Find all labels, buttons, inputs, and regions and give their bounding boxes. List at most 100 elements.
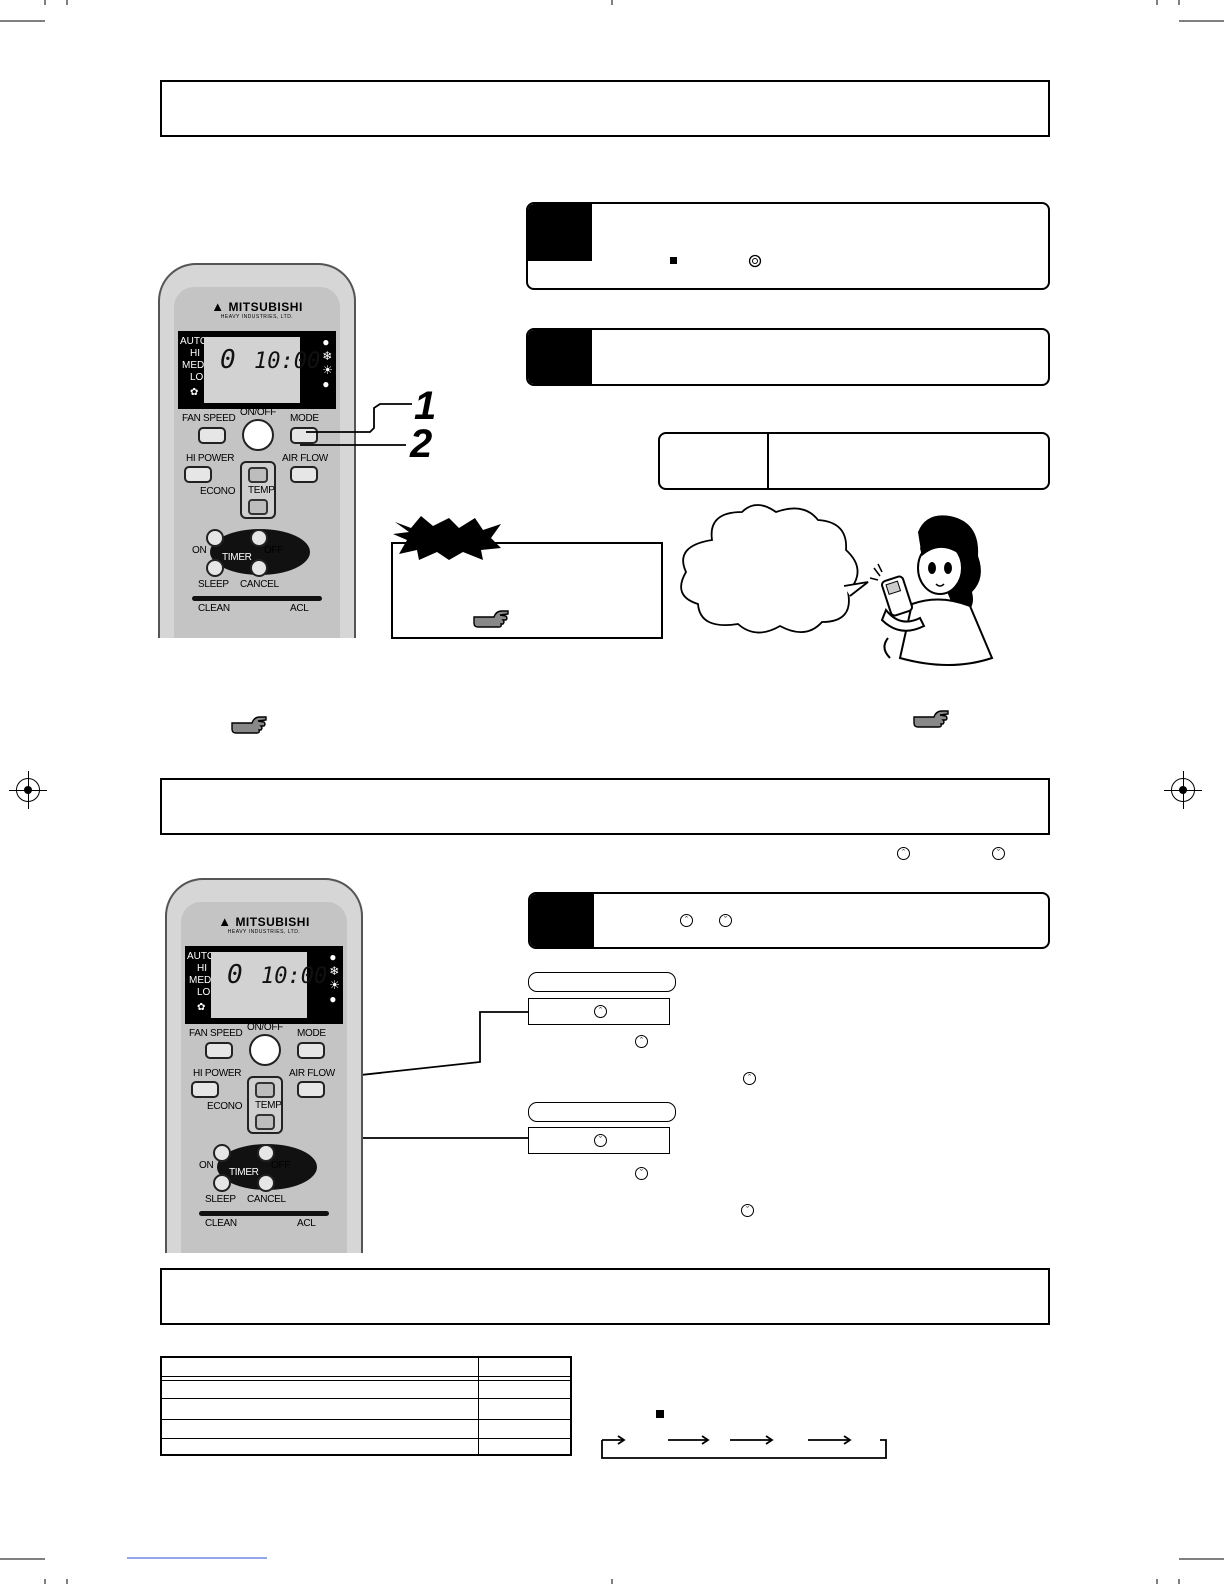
fan-level-lo: LO (190, 372, 204, 383)
remote-lcd: AUTO HI MED LO ✿ 0 10:00 ●❄☀● (185, 946, 343, 1024)
label-pill-down (528, 1102, 676, 1122)
square-marker-icon (670, 257, 677, 264)
econo-label: ECONO (200, 486, 236, 497)
table-row (162, 1398, 570, 1399)
table-column-divider (478, 1358, 479, 1454)
chevron-down-icon: ˇ (992, 847, 1005, 860)
pointing-hand-icon (231, 716, 267, 734)
off-label: OFF (264, 545, 284, 556)
hi-power-button[interactable] (191, 1081, 219, 1098)
temp-button-group: TEMP (247, 1076, 283, 1134)
step-box-2 (526, 328, 1050, 386)
section-header-box-2 (160, 778, 1050, 835)
timer-on-button[interactable] (213, 1144, 231, 1162)
fan-speed-label: FAN SPEED (182, 413, 236, 424)
timer-off-button[interactable] (250, 529, 268, 547)
remote-lcd: AUTO HI MED LO ✿ 0 10:00 ●❄☀● (178, 331, 336, 409)
econo-label: ECONO (207, 1101, 243, 1112)
chevron-down-icon: ˇ (635, 1167, 648, 1180)
table-row (162, 1376, 570, 1377)
fan-speed-button[interactable] (198, 427, 226, 444)
woman-with-remote-illustration (869, 515, 994, 666)
step-box-3: ˆ ˇ (528, 892, 1050, 949)
square-marker-icon (656, 1410, 664, 1418)
off-label: OFF (271, 1160, 291, 1171)
hi-power-label: HI POWER (186, 453, 235, 464)
notice-box (391, 542, 663, 639)
lcd-mode-icons: ●❄☀● (322, 335, 333, 391)
fan-level-med: MED (189, 975, 212, 986)
lcd-mode-icons: ●❄☀● (329, 950, 340, 1006)
clean-label: CLEAN (198, 603, 230, 614)
callout-number-1: 1 (414, 384, 437, 428)
temp-down-button[interactable] (248, 499, 268, 515)
sleep-label: SLEEP (205, 1194, 236, 1205)
fan-level-hi: HI (190, 348, 200, 359)
on-label: ON (199, 1160, 214, 1171)
pointing-hand-icon (913, 710, 949, 728)
lcd-temp-digit: 0 (227, 960, 243, 990)
timer-on-button[interactable] (206, 529, 224, 547)
on-off-button[interactable] (249, 1034, 281, 1066)
fan-icon: ✿ (197, 1002, 206, 1013)
lcd-screen: 0 10:00 (204, 337, 320, 403)
step-tab-3 (530, 894, 594, 947)
hi-power-button[interactable] (184, 466, 212, 483)
lcd-time: 10:00 (261, 964, 328, 989)
cancel-label: CANCEL (247, 1194, 286, 1205)
settings-table (160, 1356, 572, 1456)
temp-label: TEMP (255, 1100, 282, 1111)
pointing-hand-icon (473, 610, 509, 628)
temp-up-button[interactable] (248, 467, 268, 483)
label-box-up: ˆ (528, 998, 670, 1025)
clean-label: CLEAN (205, 1218, 237, 1229)
chevron-up-icon: ˆ (594, 1005, 607, 1018)
auto-mode-icon (748, 254, 762, 268)
starburst-icon (393, 516, 501, 560)
hi-power-label: HI POWER (193, 1068, 242, 1079)
sleep-button[interactable] (206, 559, 224, 577)
sleep-button[interactable] (213, 1174, 231, 1192)
cancel-button[interactable] (250, 559, 268, 577)
registration-mark-left (9, 771, 47, 809)
table-row (162, 1419, 570, 1420)
table-row (162, 1380, 570, 1381)
timer-label: TIMER (222, 552, 252, 563)
fan-speed-label: FAN SPEED (189, 1028, 243, 1039)
step-tab-2 (528, 330, 592, 384)
section-header-box-3 (160, 1268, 1050, 1325)
temp-down-button[interactable] (255, 1114, 275, 1130)
fan-speed-button[interactable] (205, 1042, 233, 1059)
air-flow-button[interactable] (290, 466, 318, 483)
mode-button[interactable] (297, 1042, 325, 1059)
step-box-1 (526, 202, 1050, 290)
on-off-label: ON/OFF (247, 1022, 283, 1033)
temp-button-group: TEMP (240, 461, 276, 519)
air-flow-label: AIR FLOW (289, 1068, 335, 1079)
info-box-divider (767, 434, 769, 488)
chevron-up-icon: ˆ (897, 847, 910, 860)
chevron-up-icon: ˆ (743, 1072, 756, 1085)
chevron-down-icon: ˇ (594, 1134, 607, 1147)
timer-off-button[interactable] (257, 1144, 275, 1162)
temp-label: TEMP (248, 485, 275, 496)
acl-label: ACL (297, 1218, 316, 1229)
on-label: ON (192, 545, 207, 556)
temp-up-button[interactable] (255, 1082, 275, 1098)
fan-level-hi: HI (197, 963, 207, 974)
clean-acl-bar (199, 1211, 329, 1216)
mode-label: MODE (290, 413, 319, 424)
thought-cloud (680, 504, 869, 634)
chevron-up-icon: ˆ (635, 1035, 648, 1048)
cancel-button[interactable] (257, 1174, 275, 1192)
table-row (162, 1438, 570, 1439)
air-flow-button[interactable] (297, 1081, 325, 1098)
fan-level-auto: AUTO (180, 336, 208, 347)
chevron-down-icon: ˇ (741, 1204, 754, 1217)
on-off-button[interactable] (242, 419, 274, 451)
on-off-label: ON/OFF (240, 407, 276, 418)
